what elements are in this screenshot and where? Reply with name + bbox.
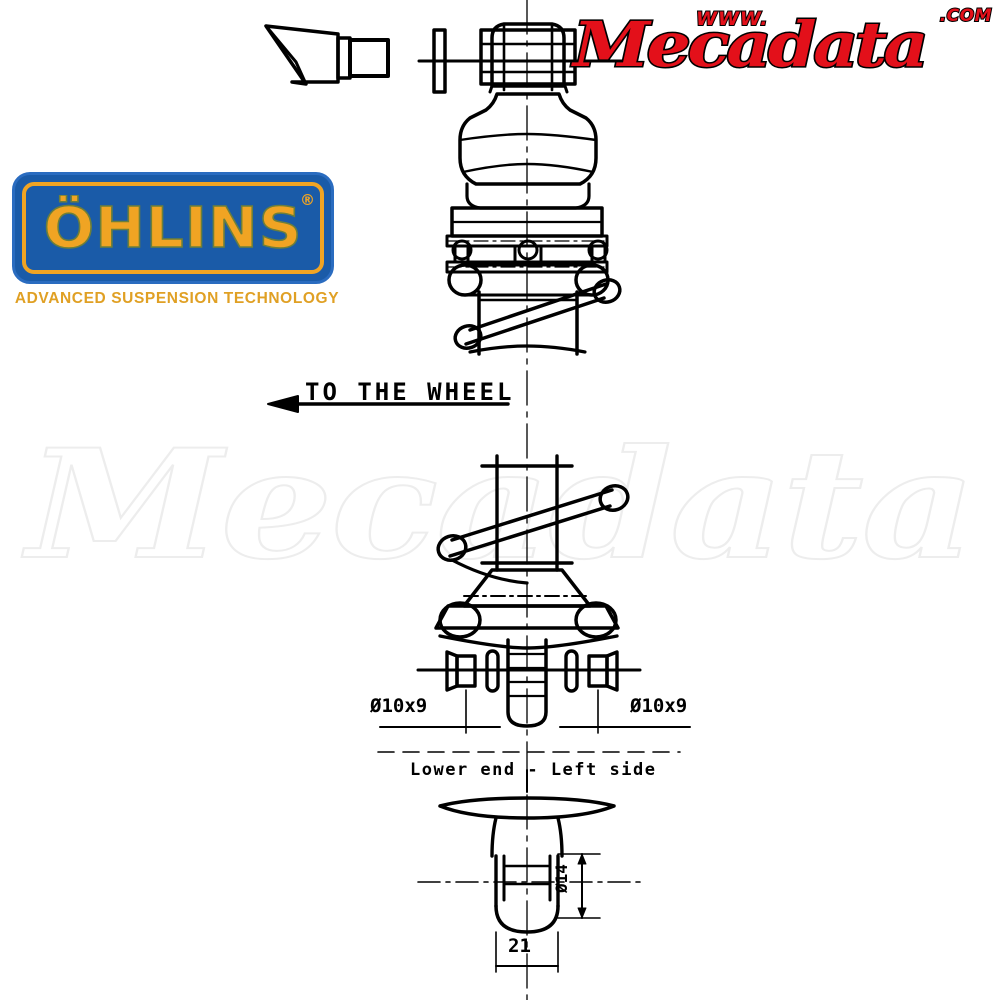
ohlins-tagline: ADVANCED SUSPENSION TECHNOLOGY bbox=[14, 290, 340, 307]
lower-mount-bushings bbox=[379, 638, 691, 734]
ohlins-logo-inner-border bbox=[22, 182, 324, 274]
direction-arrow bbox=[267, 395, 510, 413]
mecadata-www-prefix: WWW. bbox=[695, 7, 769, 31]
diameter-dimension-label: Ø14 bbox=[552, 864, 571, 893]
ohlins-logo: ÖHLINS ® ADVANCED SUSPENSION TECHNOLOGY bbox=[12, 172, 342, 308]
mecadata-com-suffix: .COM bbox=[939, 5, 993, 27]
lower-spring-seat bbox=[434, 568, 620, 650]
upper-mount-nut bbox=[417, 22, 638, 94]
lower-end-fork-view bbox=[417, 796, 641, 973]
upper-spring-seat bbox=[445, 206, 610, 297]
coil-spring-lower bbox=[436, 484, 630, 585]
coil-spring-upper bbox=[453, 278, 622, 350]
bush-left-dimension-label: Ø10x9 bbox=[370, 695, 428, 717]
ohlins-logo-box: ÖHLINS ® bbox=[12, 172, 334, 284]
bush-right-dimension-label: Ø10x9 bbox=[630, 695, 688, 717]
ohlins-wordmark: ÖHLINS bbox=[43, 195, 303, 262]
direction-note-label: TO THE WHEEL bbox=[305, 378, 515, 406]
width-dimension-label: 21 bbox=[508, 935, 531, 957]
ohlins-wordmark-wrap: ÖHLINS bbox=[15, 175, 331, 281]
mecadata-wordmark: Mecadata bbox=[571, 6, 930, 82]
top-mount-bracket-detail bbox=[264, 24, 390, 86]
registered-trademark-icon: ® bbox=[300, 191, 315, 209]
bump-stop-bellows bbox=[458, 92, 598, 210]
section-caption-label: Lower end - Left side bbox=[410, 760, 657, 780]
damper-rod-lower bbox=[480, 454, 574, 572]
mecadata-wordmark-wrap: Mecadata bbox=[571, 6, 998, 82]
mecadata-logo: Mecadata WWW. .COM bbox=[571, 2, 998, 94]
